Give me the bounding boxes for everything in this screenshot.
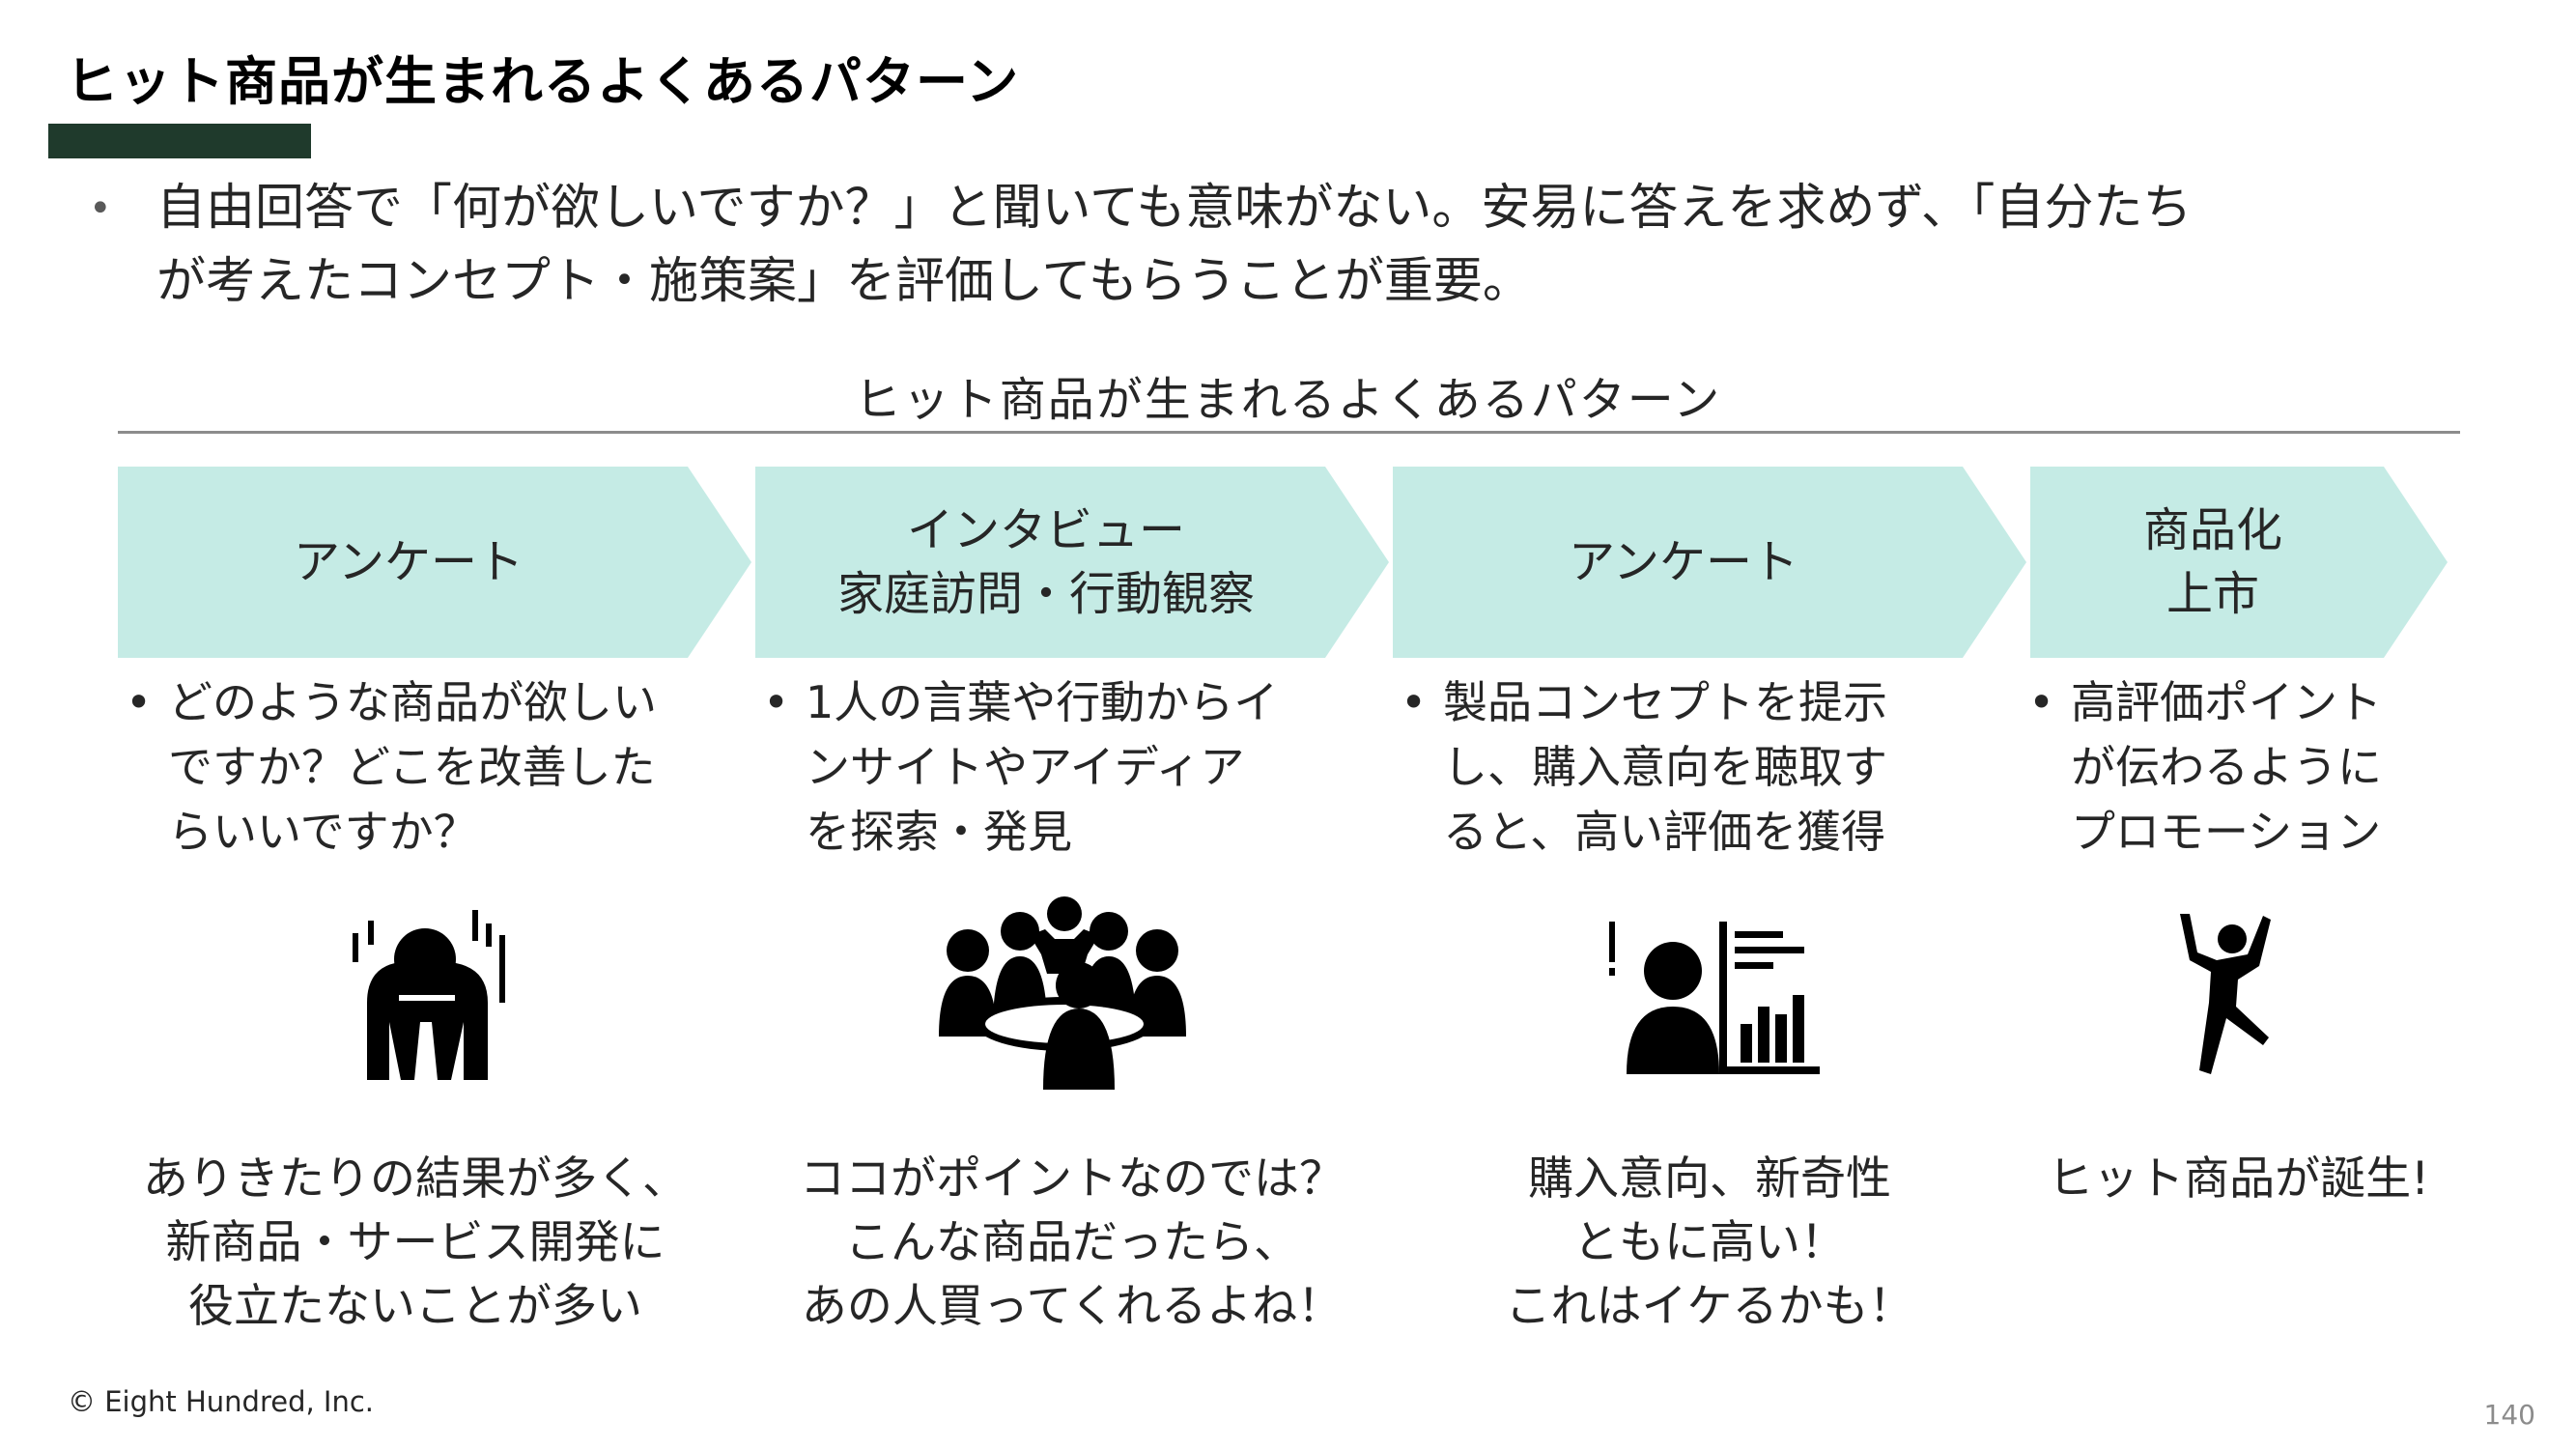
step-1-outcome: ありきたりの結果が多く、 新商品・サービス開発に 役立たないことが多い [101, 1148, 729, 1339]
step-1-outcome-line: ありきたりの結果が多く、 [143, 1152, 688, 1206]
step-4-outcome: ヒット商品が誕生! [2014, 1148, 2463, 1211]
step-3-label: アンケート [1569, 530, 1798, 594]
step-1-desc-line: どのような商品が欲しい [168, 676, 657, 728]
step-3-outcome: 購入意向、新奇性 ともに高い！ これはイケるかも！ [1396, 1148, 2024, 1339]
step-2-outcome: ココがポイントなのでは？ こんな商品だったら、 あの人買ってくれるよね！ [753, 1148, 1391, 1339]
bullet-icon: • [2028, 676, 2055, 728]
step-4-desc-line: 高評価ポイント [2071, 676, 2382, 728]
bullet-icon: • [1401, 676, 1428, 728]
copyright-footer: © Eight Hundred, Inc. [68, 1385, 375, 1418]
bullet-icon: • [89, 186, 112, 231]
step-1-label: アンケート [294, 530, 524, 594]
step-4-desc-line: が伝わるように [2071, 741, 2382, 793]
step-1-outcome-line: 役立たないことが多い [188, 1280, 642, 1333]
step-2-outcome-line: あの人買ってくれるよね！ [801, 1280, 1344, 1333]
person-jumping-icon [2180, 914, 2271, 1074]
step-2-label-line: 家庭訪問・行動観察 [836, 567, 1255, 621]
bullet-icon: • [126, 676, 153, 728]
step-1-desc-line: らいいですか？ [168, 806, 478, 858]
page-number: 140 [2483, 1399, 2535, 1431]
intro-line-1: 自由回答で「何が欲しいですか？」と聞いても意味がない。安易に答えを求めず、「自分… [156, 180, 2193, 237]
step-4-label: 商品化 上市 [2143, 498, 2282, 626]
step-3-desc-line: ると、高い評価を獲得 [1443, 806, 1886, 858]
step-1-desc-line: ですか？どこを改善した [168, 741, 656, 793]
step-2-label: インタビュー 家庭訪問・行動観察 [837, 498, 1255, 626]
step-4-arrow: 商品化 上市 [2030, 467, 2448, 658]
step-2-outcome-line: ココがポイントなのでは？ [800, 1152, 1345, 1206]
person-chart-icon [1609, 922, 1820, 1074]
step-2-label-line: インタビュー [906, 503, 1185, 557]
person-despair-icon [353, 910, 505, 1080]
step-3-outcome-line: これはイケるかも！ [1505, 1280, 1914, 1333]
intro-bullet: • 自由回答で「何が欲しいですか？」と聞いても意味がない。安易に答えを求めず、「… [89, 172, 2446, 319]
step-2-desc-line: ンサイトやアイディア [806, 741, 1245, 793]
step-3-label-line: アンケート [1568, 535, 1799, 589]
step-1-outcome-line: 新商品・サービス開発に [165, 1216, 665, 1269]
step-4-label-line: 商品化 [2142, 503, 2282, 557]
step-2-desc-line: を探索・発見 [806, 806, 1072, 858]
step-2-description: • 1人の言葉や行動からイ ンサイトやアイディア を探索・発見 [763, 670, 1381, 865]
step-4-description: • 高評価ポイント が伝わるように プロモーション [2028, 670, 2453, 865]
step-2-desc-line: 1人の言葉や行動からイ [806, 676, 1279, 728]
step-3-desc-line: し、購入意向を聴取す [1443, 741, 1887, 793]
step-2-arrow: インタビュー 家庭訪問・行動観察 [755, 467, 1389, 658]
title-underline-bar [48, 124, 311, 158]
group-discussion-icon [939, 896, 1186, 1090]
intro-line-2: が考えたコンセプト・施策案」を評価してもらうことが重要。 [156, 253, 1532, 310]
step-2-outcome-line: こんな商品だったら、 [845, 1216, 1299, 1269]
page-title: ヒット商品が生まれるよくあるパターン [66, 51, 1020, 112]
bullet-icon: • [763, 676, 790, 728]
step-4-desc-line: プロモーション [2071, 806, 2382, 858]
step-1-arrow: アンケート [118, 467, 751, 658]
step-1-description: • どのような商品が欲しい ですか？どこを改善した らいいですか？ [126, 670, 744, 865]
step-4-label-line: 上市 [2166, 567, 2259, 621]
step-3-desc-line: 製品コンセプトを提示 [1443, 676, 1887, 728]
step-3-outcome-line: ともに高い！ [1573, 1216, 1846, 1269]
diagram-divider [118, 431, 2460, 434]
step-1-label-line: アンケート [293, 535, 524, 589]
step-3-outcome-line: 購入意向、新奇性 [1528, 1152, 1891, 1206]
diagram-title: ヒット商品が生まれるよくあるパターン [854, 373, 1722, 427]
step-4-outcome-line: ヒット商品が誕生! [2048, 1152, 2429, 1206]
step-3-arrow: アンケート [1393, 467, 2026, 658]
step-3-description: • 製品コンセプトを提示 し、購入意向を聴取す ると、高い評価を獲得 [1401, 670, 2019, 865]
